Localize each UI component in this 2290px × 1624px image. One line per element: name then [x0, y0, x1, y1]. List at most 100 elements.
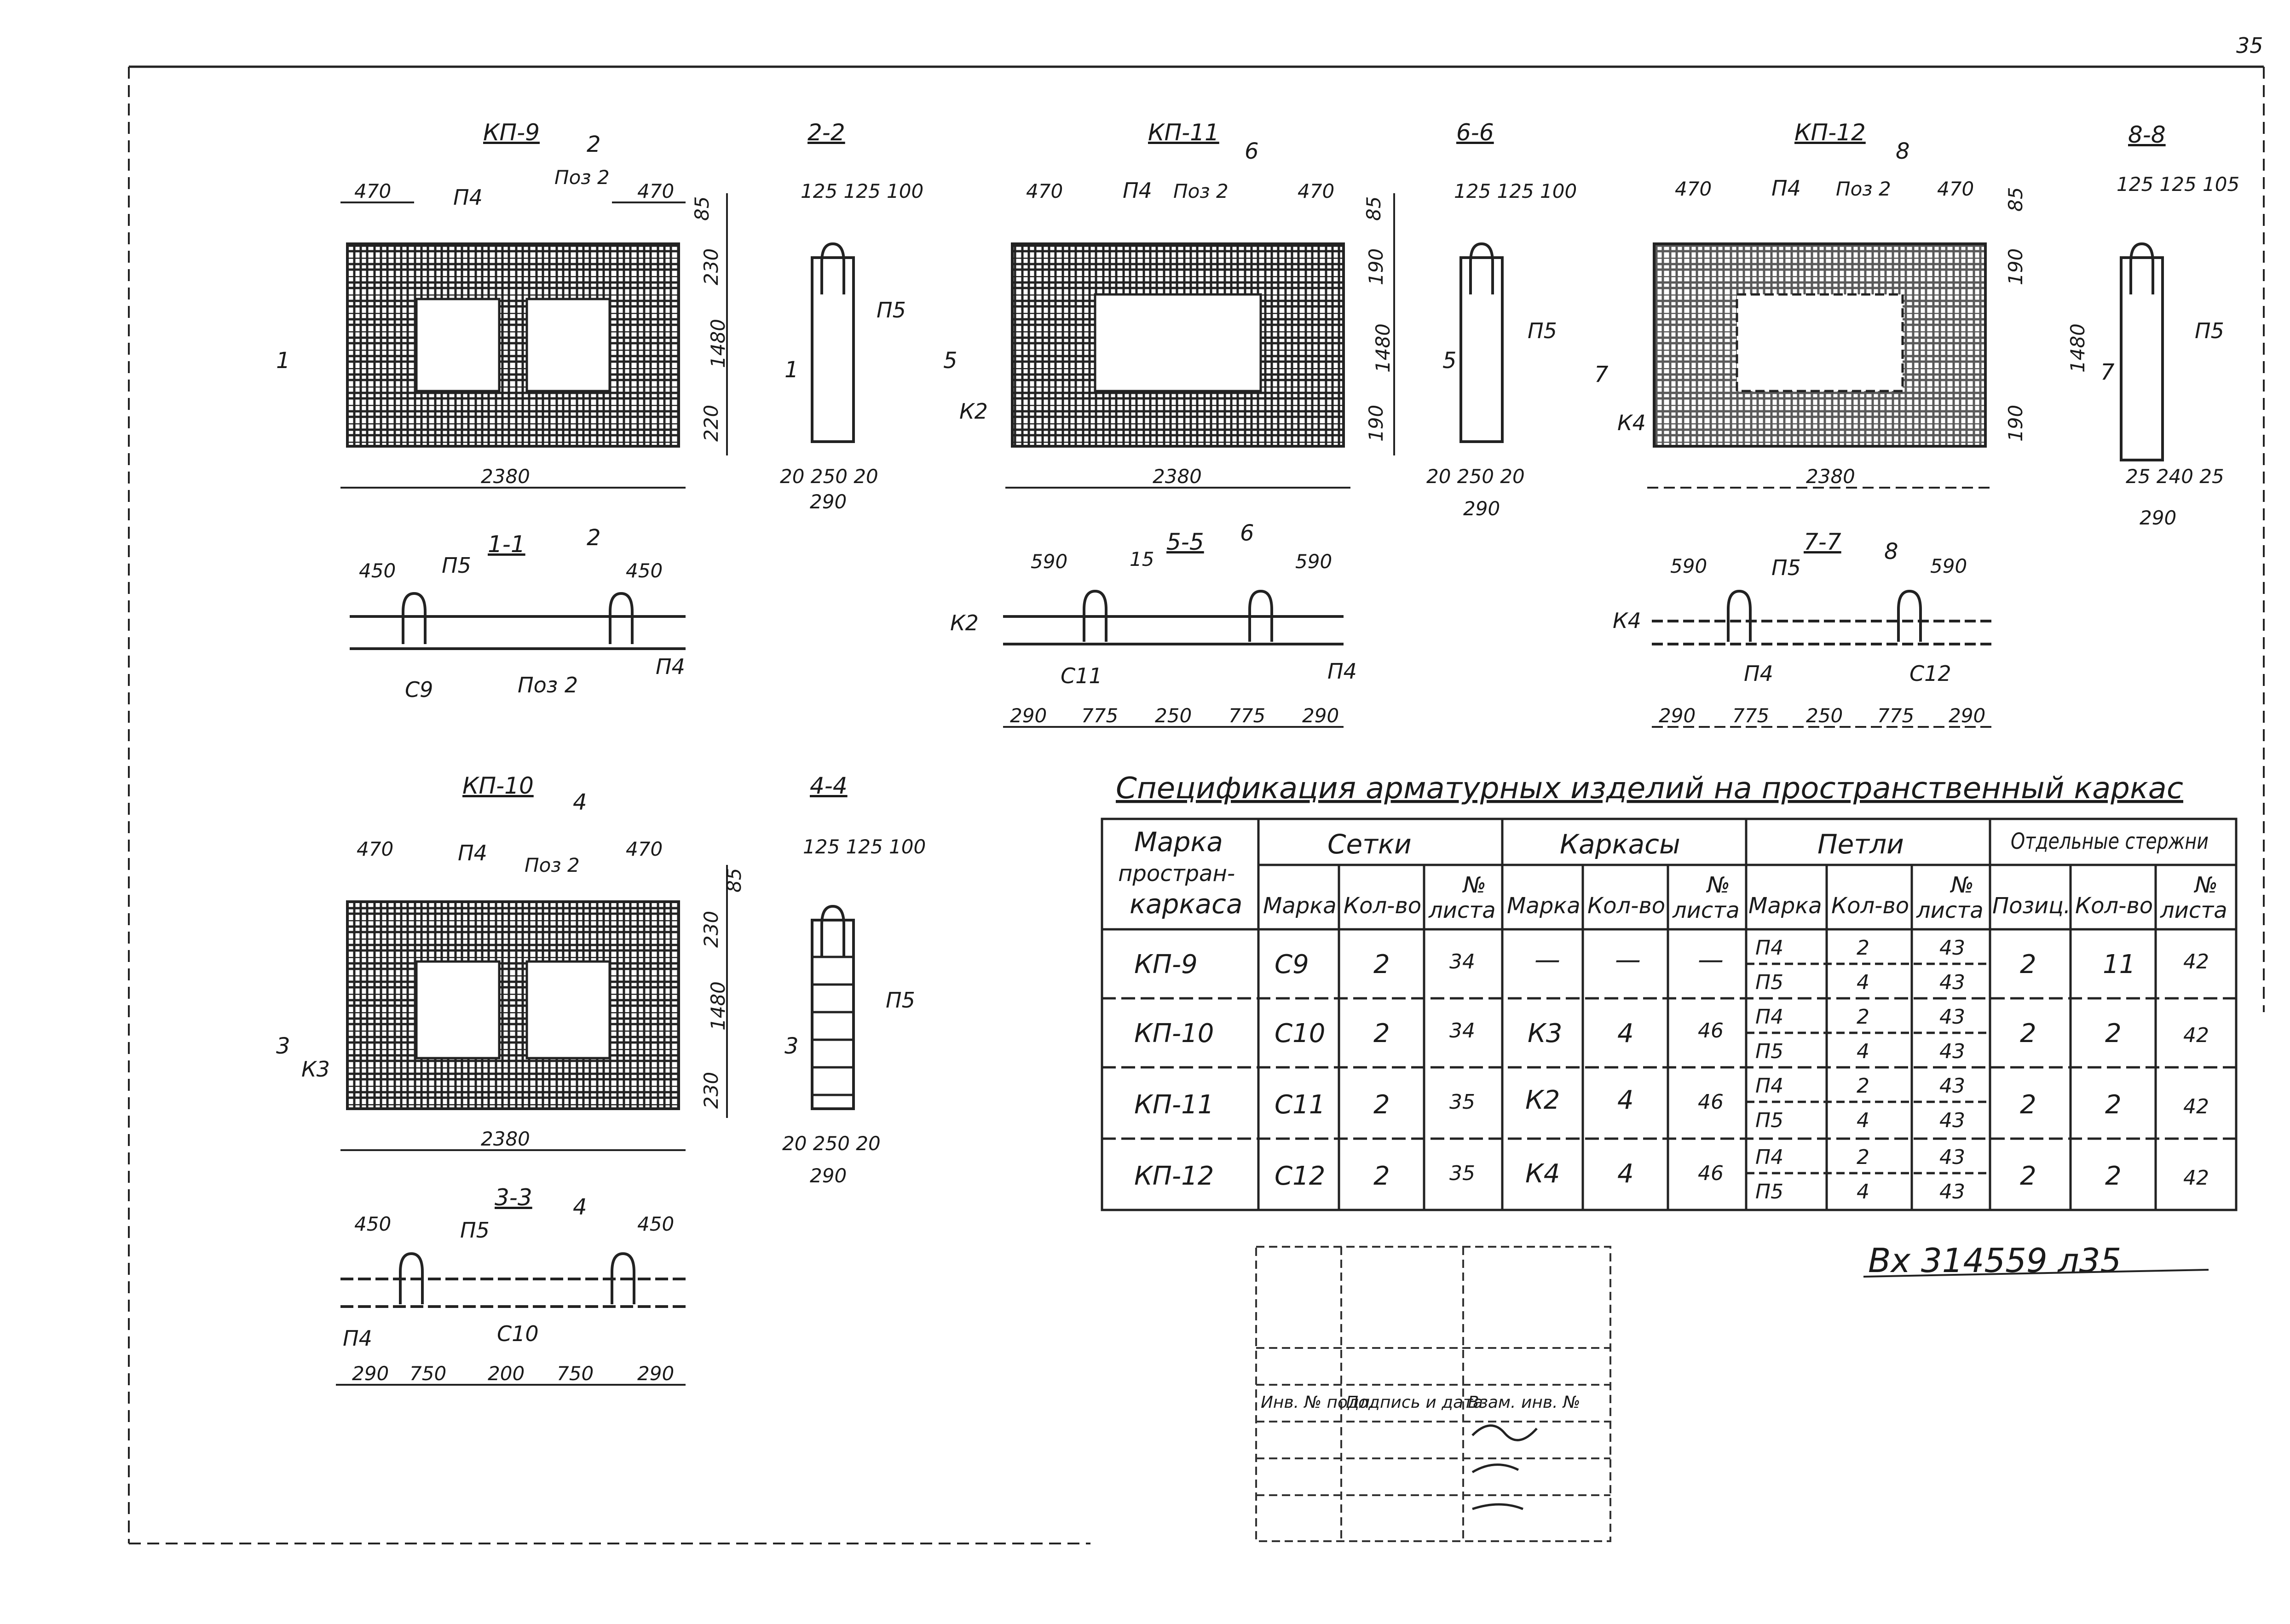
spec-row-mark: КП-12 [1134, 1161, 1214, 1191]
spec-row-loop1-qty: 2 [1857, 1146, 1869, 1169]
spec-row-loop2-qty: 4 [1857, 1040, 1869, 1063]
spec-group-nets: Сетки [1327, 829, 1412, 860]
s88-dim-top: 125 125 105 [2117, 173, 2239, 196]
kp9-mesh [347, 244, 679, 446]
s55-dim-row-3: 775 [1229, 704, 1265, 727]
kp11-dim-h3: 190 [1365, 405, 1387, 442]
s22-dim-top: 125 125 100 [801, 180, 923, 202]
s66-cut: 5 [1442, 348, 1457, 374]
s22-title: 2-2 [808, 119, 845, 146]
s66-dim-bottom2: 290 [1463, 497, 1500, 520]
kp11-dim-h-top: 85 [1362, 196, 1385, 221]
kp11-opening [1094, 293, 1262, 392]
s77-dim-left: 590 [1670, 555, 1707, 577]
spec-row-net-sheet: 35 [1449, 1090, 1475, 1114]
s88-dim-bottom2: 290 [2140, 507, 2176, 529]
s33-dim-right: 450 [637, 1213, 674, 1235]
s22-dim-bottom2: 290 [810, 490, 847, 513]
spec-row-frame-qty: 4 [1617, 1019, 1634, 1048]
kp12-dim-h1: 190 [2004, 248, 2027, 285]
spec-row-loop1-sheet: 43 [1939, 1074, 1965, 1098]
spec-row-rod-pos: 2 [2020, 1161, 2036, 1191]
spec-row-rod-pos: 2 [2020, 1090, 2036, 1120]
s55-title: 5-5 [1166, 529, 1204, 555]
spec-row-net-qty: 2 [1373, 1090, 1390, 1120]
spec-row-rod-qty: 11 [2103, 950, 2135, 979]
spec-sub-rod-pos: Позиц. [1992, 893, 2071, 919]
kp10-elevation: КП-10 470 470 П4 Поз 2 К3 2380 85 230 14… [276, 772, 745, 1151]
s33-dim-row-2: 200 [488, 1362, 525, 1385]
s11-label-p4: П4 [656, 654, 685, 679]
s55-label-k: К2 [950, 610, 979, 635]
kp12-label-poz2: Поз 2 [1836, 178, 1891, 200]
spec-row-kp11: КП-11 С11 2 35 К2 4 46 П4 2 43 П5 4 43 2… [1134, 1074, 2209, 1132]
spec-sub-net-qty: Кол-во [1344, 893, 1421, 919]
page-frame: 35 [128, 33, 2265, 1544]
spec-row-rod-qty: 2 [2105, 1161, 2122, 1191]
spec-row-frame-mark: К4 [1525, 1159, 1560, 1189]
kp9-label-p4: П4 [453, 185, 483, 210]
s33-dim-row-1: 750 [410, 1362, 446, 1385]
kp10-opening-right [525, 960, 611, 1060]
kp9-opening-right [525, 298, 611, 392]
spec-row-kp9: КП-9 С9 2 34 — — — П4 2 43 П5 4 43 2 11 … [1134, 936, 2209, 994]
s77-dim-right: 590 [1930, 555, 1967, 577]
spec-row-loop1-mark: П4 [1755, 1074, 1783, 1098]
kp9-title: КП-9 [483, 119, 540, 146]
spec-row-mark: КП-11 [1134, 1090, 1214, 1120]
kp9-label-poz2: Поз 2 [554, 166, 610, 189]
kp12-elevation: КП-12 470 470 П4 Поз 2 К4 2380 85 190 19… [1594, 119, 2027, 489]
s11-label-poz2: Поз 2 [518, 673, 578, 697]
s55-dim-row-1: 775 [1081, 704, 1118, 727]
spec-row-net-mark: С12 [1275, 1161, 1325, 1191]
s55-dim-right: 590 [1295, 550, 1332, 573]
kp10-dim-right: 470 [626, 838, 663, 860]
s77-label-p5: П5 [1771, 555, 1801, 580]
spec-sub-rod-sheet-no: № [2193, 872, 2218, 898]
kp10-dim-left: 470 [357, 838, 393, 860]
spec-row-loop2-sheet: 43 [1939, 1109, 1965, 1132]
spec-row-loop1-qty: 2 [1857, 936, 1869, 960]
kp11-dim-h2: 1480 [1372, 323, 1394, 373]
section-7-7: 7-7 8 590 590 П5 К4 П4 С12 290 775 250 7… [1613, 529, 1992, 728]
section-5-5: 5-5 590 590 15 К2 С11 П4 290 775 250 775… [950, 529, 1357, 728]
s66-dim-bottom: 20 250 20 [1426, 465, 1525, 488]
spec-row-frame-qty: 4 [1617, 1085, 1634, 1115]
s55-dim-row-4: 290 [1302, 704, 1339, 727]
s77-dim-row-4: 290 [1949, 704, 1985, 727]
kp12-dim-right: 470 [1937, 178, 1974, 200]
kp10-label-p4: П4 [458, 841, 487, 865]
spec-row-loop1-qty: 2 [1857, 1005, 1869, 1029]
section-2-2: 2-2 125 125 100 П5 20 250 20 290 1 [780, 119, 923, 513]
spec-row-frame-qty: 4 [1617, 1159, 1634, 1189]
kp9-dim-h-top: 85 [691, 196, 713, 221]
signature-scribble [1471, 1424, 1538, 1510]
spec-row-rod-qty: 2 [2105, 1019, 2122, 1048]
spec-sub-frame-sheet: листа [1672, 898, 1740, 923]
s55-label-c: С11 [1061, 663, 1102, 688]
kp11-dim-right: 470 [1298, 180, 1334, 202]
stamp-sign-label: Подпись и дата [1346, 1393, 1483, 1412]
kp11-cut-left: 5 [943, 348, 958, 374]
s66-label-p5: П5 [1528, 318, 1557, 343]
spec-sub-frame-qty: Кол-во [1587, 893, 1665, 919]
s55-label-15: 15 [1130, 548, 1154, 570]
spec-row-loop2-mark: П5 [1755, 971, 1783, 994]
spec-row-frame-mark: — [1534, 945, 1560, 975]
kp10-cut-top: 4 [573, 789, 587, 815]
spec-row-net-sheet: 34 [1449, 950, 1475, 973]
spec-row-net-sheet: 35 [1449, 1162, 1475, 1185]
kp11-cut-top: 6 [1245, 138, 1259, 164]
s11-dim-left: 450 [359, 559, 396, 582]
spec-row-rod-pos: 2 [2020, 1019, 2036, 1048]
s33-dim-left: 450 [354, 1213, 391, 1235]
spec-row-net-sheet: 34 [1449, 1019, 1475, 1042]
spec-sub-net-sheet-no: № [1462, 872, 1486, 898]
kp9-dim-h1: 230 [700, 248, 722, 285]
kp11-dim-left: 470 [1026, 180, 1063, 202]
kp10-label-poz2: Поз 2 [525, 854, 580, 876]
stamp-replace-label: Взам. инв. № [1468, 1393, 1580, 1412]
spec-row-frame-sheet: 46 [1698, 1090, 1724, 1114]
spec-row-kp10: КП-10 С10 2 34 К3 4 46 П4 2 43 П5 4 43 2… [1134, 1005, 2209, 1063]
